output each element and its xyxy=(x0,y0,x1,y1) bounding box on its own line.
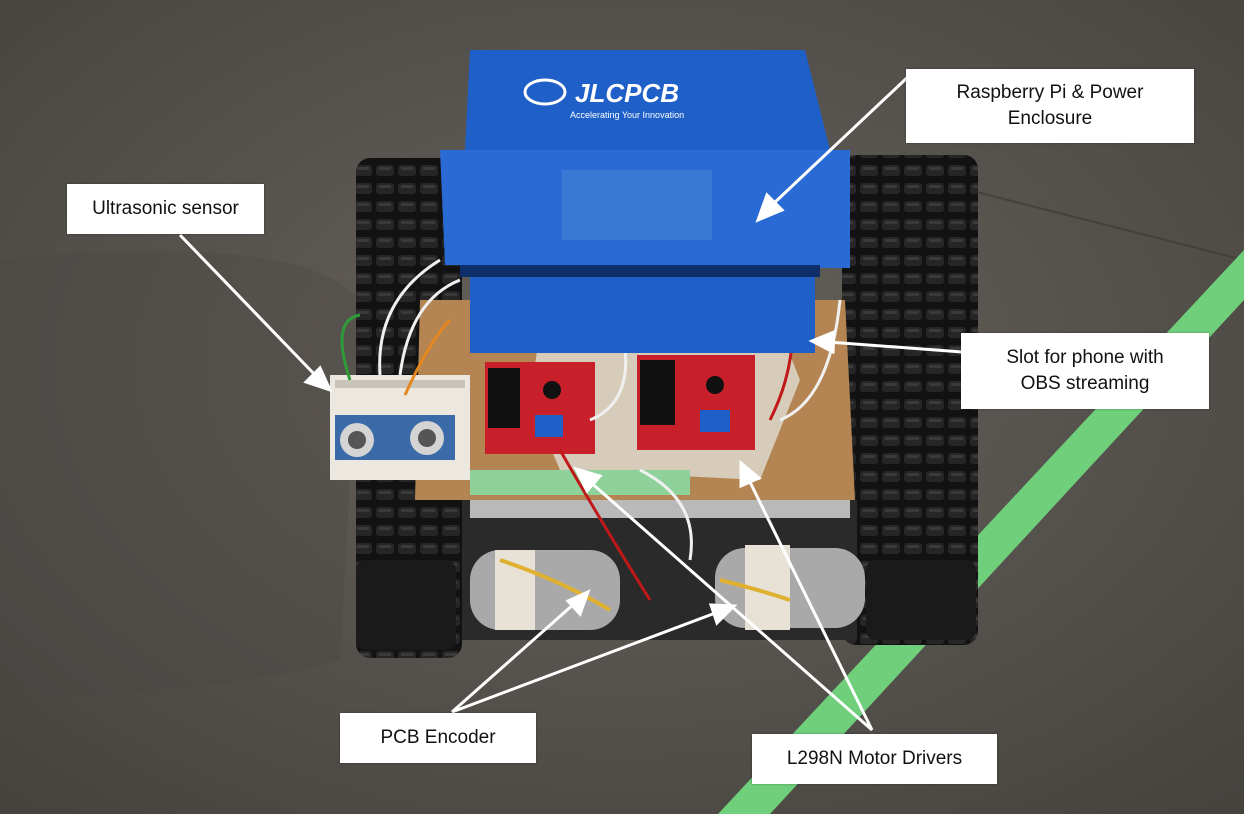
arrow-driver-right xyxy=(746,477,874,731)
arrow-driver-left xyxy=(587,478,873,732)
jumper-wires xyxy=(378,258,842,561)
callout-slot-text: Slot for phone with OBS streaming xyxy=(1006,347,1164,394)
annotation-arrows xyxy=(178,73,963,732)
callout-encoder-text: PCB Encoder xyxy=(380,727,496,748)
arrow-ultrasonic xyxy=(178,233,320,380)
left-motor xyxy=(470,550,620,630)
jlcpcb-logo: JLCPCB Accelerating Your Innovation xyxy=(523,78,684,120)
arrow-encoder-right xyxy=(451,610,719,714)
chassis-plate xyxy=(470,500,850,518)
box-opening xyxy=(460,265,820,277)
enclosure-box-lid xyxy=(465,50,830,150)
arrow-slot xyxy=(827,340,963,354)
callout-ultrasonic-sensor: Ultrasonic sensor xyxy=(67,184,264,234)
encoder-wires xyxy=(499,558,791,612)
callout-pcb-encoder: PCB Encoder xyxy=(340,713,536,763)
arrow-raspberry xyxy=(770,73,912,207)
callout-phone-slot: Slot for phone with OBS streaming xyxy=(961,333,1209,409)
right-track xyxy=(842,155,978,645)
box-tape xyxy=(562,170,712,240)
callout-raspberry-pi-enclosure: Raspberry Pi & Power Enclosure xyxy=(906,69,1194,143)
arrow-encoder-left xyxy=(451,601,576,714)
enclosure-box-body xyxy=(470,265,815,353)
callout-ultrasonic-text: Ultrasonic sensor xyxy=(92,198,239,219)
breadboard-rail xyxy=(335,380,465,388)
callout-raspberry-text: Raspberry Pi & Power Enclosure xyxy=(956,82,1144,129)
floor-shadow xyxy=(0,251,360,692)
jlcpcb-tagline-text: Accelerating Your Innovation xyxy=(570,110,684,120)
left-rear-wheel xyxy=(356,560,456,650)
callout-motor-drivers: L298N Motor Drivers xyxy=(752,734,997,784)
jlcpcb-brand-text: JLCPCB xyxy=(575,78,679,108)
callout-drivers-text: L298N Motor Drivers xyxy=(786,748,963,769)
right-rear-wheel xyxy=(866,560,976,640)
